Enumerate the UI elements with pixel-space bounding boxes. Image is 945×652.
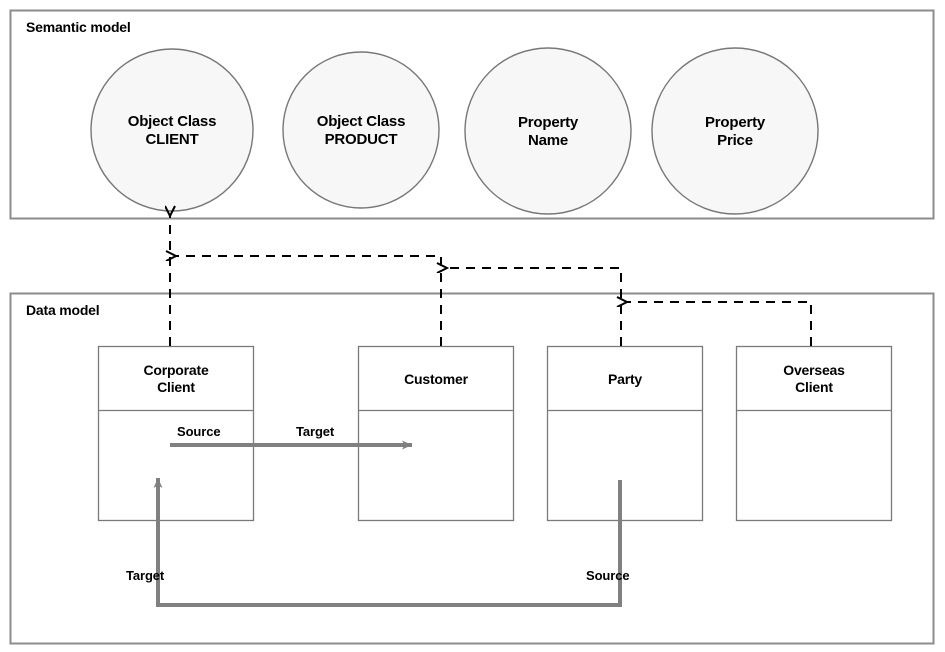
edge-label-mapping-target: Target <box>296 424 335 439</box>
edge-label-mapping-source: Source <box>177 424 221 439</box>
data-box-customer <box>357 345 515 522</box>
data-box-party-label: Party <box>548 348 702 410</box>
semantic-node-property-price-line2: Price <box>717 132 753 149</box>
semantic-node-product-line1: Object Class <box>316 113 406 131</box>
semantic-model-title: Semantic model <box>26 19 131 35</box>
data-box-customer-line1: Customer <box>404 370 468 387</box>
dashed-link-party-to-client <box>447 268 622 346</box>
semantic-node-property-name-line2: Name <box>527 132 569 149</box>
edge-label-relation-target: Target <box>126 568 165 583</box>
semantic-node-property-price <box>651 47 819 215</box>
dashed-link-overseas-client-to-client <box>627 302 812 346</box>
data-box-party <box>546 345 704 522</box>
semantic-node-property-name <box>464 47 632 215</box>
semantic-node-client-line2: CLIENT <box>145 131 199 148</box>
data-box-overseas-client-line1: Overseas <box>783 362 845 379</box>
semantic-node-property-price-line1: Property <box>704 114 766 132</box>
data-model-title: Data model <box>26 302 100 318</box>
semantic-node-property-name-label: Property Name <box>468 106 628 158</box>
semantic-node-client-line1: Object Class <box>127 113 217 131</box>
semantic-node-property-price-label: Property Price <box>655 106 815 158</box>
data-box-corporate-client <box>97 345 255 522</box>
semantic-node-product-label: Object Class PRODUCT <box>281 105 441 157</box>
semantic-node-product-line2: PRODUCT <box>324 131 398 148</box>
edge-label-relation-source: Source <box>586 568 630 583</box>
data-box-overseas-client <box>735 345 893 522</box>
data-box-corporate-client-line2: Client <box>157 379 195 395</box>
data-box-overseas-client-label: Overseas Client <box>737 348 891 410</box>
data-box-corporate-client-label: Corporate Client <box>99 348 253 410</box>
data-box-corporate-client-line1: Corporate <box>143 362 209 379</box>
semantic-node-property-name-line1: Property <box>517 114 579 132</box>
semantic-node-client-label: Object Class CLIENT <box>92 105 252 157</box>
data-box-party-line1: Party <box>607 370 643 387</box>
semantic-node-product <box>282 51 440 209</box>
relation-arrow-party-to-corporate-client <box>153 478 622 607</box>
data-box-customer-label: Customer <box>359 348 513 410</box>
data-box-overseas-client-line2: Client <box>795 379 833 395</box>
